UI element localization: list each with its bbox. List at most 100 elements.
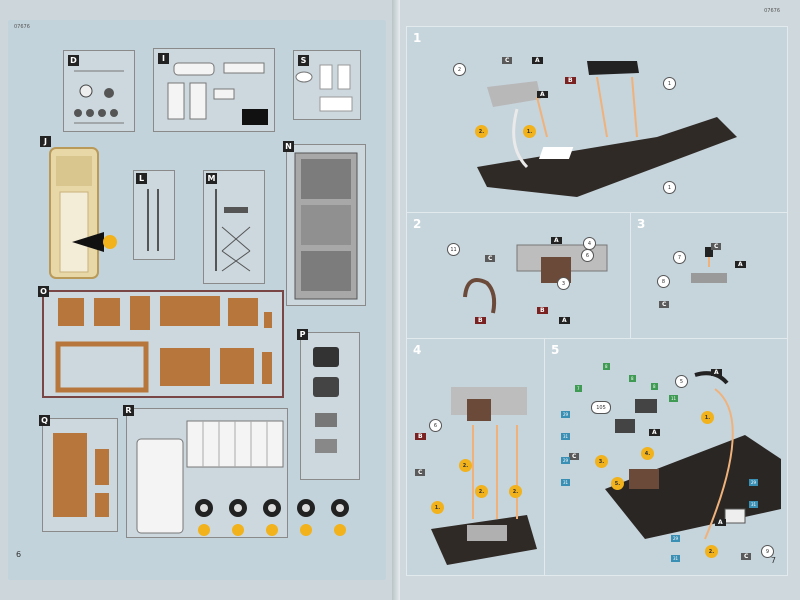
step-3-flag-c2: C	[659, 301, 670, 308]
step-1-chassis	[477, 61, 737, 197]
step-4-flag-b: B	[415, 433, 426, 440]
step-1-number: 1	[413, 31, 422, 45]
step-5-number: 5	[551, 343, 560, 357]
step-5-paint-4: 8	[651, 383, 658, 390]
sprue-d-parts	[74, 70, 124, 124]
left-page: 07676 D I S	[0, 0, 400, 600]
step-5-paint-8: 29	[561, 457, 571, 464]
step-3-flag-a: A	[735, 261, 746, 268]
right-code: 07676	[764, 8, 780, 14]
step-5-paint-10: 29	[749, 479, 759, 486]
sprue-d-badge: D	[68, 55, 79, 66]
step-4-number: 4	[413, 343, 422, 357]
step-5: 5 5 105 9 A C A A C 1. 2. 3. 4. 5. 8	[544, 338, 788, 576]
sprue-j-badge: J	[40, 136, 51, 147]
sprue-l-badge: L	[136, 173, 147, 184]
sprue-s-parts	[295, 64, 353, 112]
wheel-row	[195, 499, 349, 536]
step-5-paint-7: 31	[561, 433, 571, 440]
step-2-flag-c: C	[485, 255, 496, 262]
sprue-i: I	[153, 48, 275, 132]
left-page-number: 6	[16, 550, 22, 559]
step-5-paint-6: 29	[561, 411, 571, 418]
step-1-seq-2: 2.	[475, 125, 488, 138]
step-5-seq-1: 1.	[701, 411, 714, 424]
step-2: 2 11 4 6 3 A C B B A	[406, 212, 632, 340]
sprue-d: D	[63, 50, 135, 132]
step-5-seq-5: 5.	[611, 477, 624, 490]
step-2-flag-b1: B	[475, 317, 486, 324]
step-3-number: 3	[637, 217, 646, 231]
step-4-seq-2c: 2.	[509, 485, 522, 498]
step-1-flag-a1: A	[532, 57, 543, 64]
step-2-flag-b2: B	[537, 307, 548, 314]
sprue-s: S	[293, 50, 361, 120]
step-1-flag-c: C	[502, 57, 513, 64]
step-5-assembly	[605, 371, 781, 540]
step-5-paint-12: 29	[671, 535, 681, 542]
sprue-l-parts	[147, 189, 159, 251]
step-1-callout-a: 2	[453, 63, 466, 76]
step-1-flag-a2: A	[537, 91, 548, 98]
step-2-flag-a2: A	[559, 317, 570, 324]
step-5-flag-a3: A	[715, 519, 726, 526]
step-5-paint-9: 31	[561, 479, 571, 486]
sprue-i-parts	[167, 62, 268, 125]
sprue-q-badge: Q	[39, 415, 50, 426]
step-5-callout-b: 105	[591, 401, 611, 414]
step-4-seq-2a: 2.	[459, 459, 472, 472]
step-5-callout-a: 5	[675, 375, 688, 388]
step-3-callout-a: 7	[673, 251, 686, 264]
step-3-flag-c1: C	[711, 243, 722, 250]
sprue-l: L	[133, 170, 175, 260]
sprue-s-badge: S	[298, 55, 309, 66]
sprue-o-parts	[55, 296, 272, 393]
step-3-part	[691, 247, 727, 283]
right-page-number: 7	[770, 556, 776, 565]
assembly-sheet: 07676 1 2 1 1 C A B A 2. 1.	[406, 8, 788, 576]
left-code: 07676	[14, 24, 30, 30]
step-2-callout-d: 3	[557, 277, 570, 290]
seats	[313, 347, 339, 453]
step-4-seq-2b: 2.	[475, 485, 488, 498]
sprue-r: R	[123, 405, 288, 538]
step-5-seq-2: 2.	[705, 545, 718, 558]
step-5-paint-1: 8	[603, 363, 610, 370]
step-5-paint-13: 31	[671, 555, 681, 562]
step-5-callout-c: 9	[761, 545, 774, 558]
right-page: 07676 1 2 1 1 C A B A 2. 1.	[400, 0, 800, 600]
sprue-o: O	[38, 286, 284, 398]
step-5-paint-3: 7	[575, 385, 582, 392]
step-4-interior	[431, 387, 537, 565]
step-1-callout-b: 1	[663, 77, 676, 90]
sprue-r-badge: R	[123, 405, 134, 416]
sprue-q: Q	[39, 415, 118, 532]
step-5-flag-c1: C	[569, 453, 580, 460]
sprue-n: N	[283, 141, 366, 306]
step-1: 1 2 1 1 C A B A 2. 1.	[406, 26, 788, 214]
sprue-q-parts	[53, 433, 109, 517]
step-3: 3 7 8 C A C	[630, 212, 788, 340]
step-1-flag-b: B	[565, 77, 576, 84]
step-1-seq-1: 1.	[523, 125, 536, 138]
parts-sheet: 07676 D I S	[8, 20, 386, 580]
step-5-paint-11: 31	[749, 501, 759, 508]
sprue-p: P	[297, 329, 360, 480]
step-3-callout-b: 8	[657, 275, 670, 288]
step-2-number: 2	[413, 217, 422, 231]
step-5-seq-4: 4.	[641, 447, 654, 460]
floor-pan	[294, 152, 358, 300]
step-5-flag-c2: C	[741, 553, 752, 560]
sprue-i-badge: I	[158, 53, 169, 64]
step-2-callout-c: 6	[581, 249, 594, 262]
step-2-flag-a1: A	[551, 237, 562, 244]
sprue-r-parts	[136, 420, 284, 534]
step-2-engine	[463, 244, 608, 314]
step-4-flag-c: C	[415, 469, 426, 476]
sprue-m-parts	[215, 189, 251, 272]
sprue-m-badge: M	[206, 173, 217, 184]
sprue-m: M	[203, 170, 265, 284]
sprue-o-badge: O	[38, 286, 49, 297]
step-5-paint-5: 11	[669, 395, 679, 402]
step-5-flag-a2: A	[649, 429, 660, 436]
